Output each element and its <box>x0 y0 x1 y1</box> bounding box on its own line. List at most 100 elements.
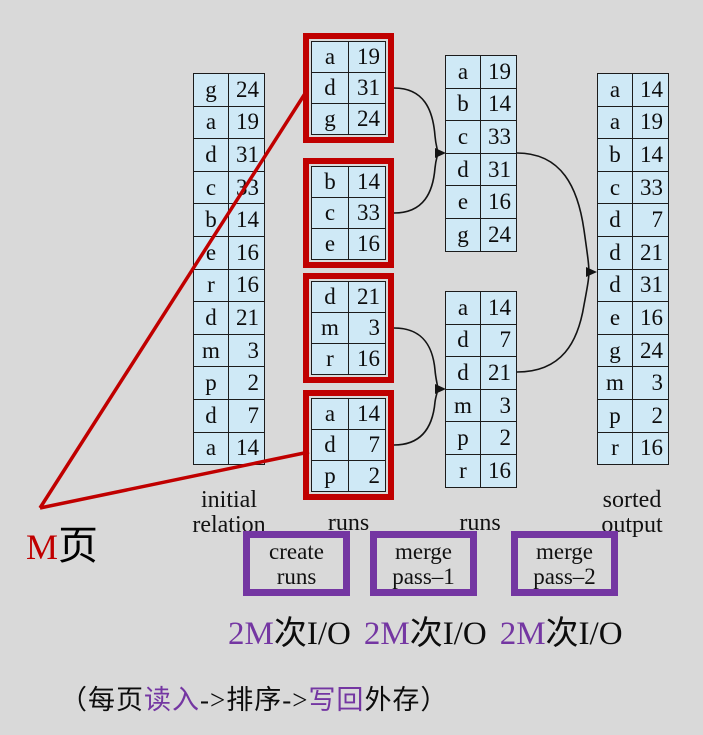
key-cell: e <box>194 236 228 269</box>
value-cell: 21 <box>348 282 385 312</box>
merge2-arrow-from-table1 <box>516 152 590 273</box>
key-cell: m <box>446 389 480 422</box>
value-cell: 33 <box>228 171 264 204</box>
sorted-output-label: sorted output <box>572 488 692 538</box>
key-cell: d <box>446 324 480 357</box>
key-cell: r <box>194 269 228 302</box>
key-cell: d <box>446 357 480 389</box>
sorted-output-label-line1: sorted <box>602 487 662 513</box>
create-runs-box-line1: create <box>269 538 324 564</box>
value-cell: 16 <box>348 344 385 374</box>
key-cell: m <box>194 334 228 367</box>
value-cell: 16 <box>348 229 385 259</box>
key-cell: a <box>194 432 228 465</box>
key-cell: a <box>312 42 348 72</box>
value-cell: 3 <box>632 367 668 399</box>
value-cell: 14 <box>632 74 668 106</box>
value-cell: 16 <box>480 186 516 218</box>
create-runs-box-line2: runs <box>276 563 317 589</box>
key-cell: b <box>312 167 348 197</box>
value-cell: 14 <box>228 204 264 236</box>
value-cell: 14 <box>228 432 264 465</box>
value-cell: 7 <box>480 324 516 357</box>
key-cell: a <box>194 106 228 139</box>
io-cost-3-accent: 2M <box>499 616 546 652</box>
io-cost-3: 2M次I/O <box>500 616 623 652</box>
merge1-arrow-from-run3 <box>393 327 439 390</box>
value-cell: 31 <box>348 73 385 103</box>
text-segment: 写回 <box>308 685 365 715</box>
key-cell: e <box>446 186 480 218</box>
key-cell: r <box>598 432 632 465</box>
io-cost-2-accent: 2M <box>363 616 410 652</box>
io-cost-2-rest: 次I/O <box>409 616 487 652</box>
value-cell: 16 <box>480 454 516 487</box>
key-cell: c <box>194 171 228 204</box>
merge-pass2-box-line1: merge <box>535 538 594 564</box>
merge-pass1-box-line2: pass–1 <box>392 563 455 589</box>
value-cell: 14 <box>348 399 385 429</box>
per-page-process-note: （每页读入->排序->写回外存） <box>60 678 448 717</box>
key-cell: d <box>194 399 228 432</box>
key-cell: b <box>194 204 228 236</box>
merge2-arrowhead <box>586 267 597 277</box>
value-cell: 14 <box>480 292 516 324</box>
memory-pages-note-cjk: 页 <box>58 523 99 568</box>
key-cell: a <box>312 399 348 429</box>
value-cell: 33 <box>348 198 385 228</box>
value-cell: 3 <box>480 389 516 422</box>
io-cost-1: 2M次I/O <box>228 616 351 652</box>
value-cell: 16 <box>228 269 264 302</box>
key-cell: m <box>598 367 632 399</box>
value-cell: 14 <box>632 139 668 171</box>
key-cell: d <box>194 302 228 334</box>
value-cell: 2 <box>348 461 385 491</box>
m-pages-pointer-line-top <box>38 91 308 509</box>
key-cell: g <box>194 74 228 106</box>
merge1-arrow-from-run4 <box>393 388 439 446</box>
key-cell: c <box>312 198 348 228</box>
key-cell: c <box>598 171 632 204</box>
key-cell: d <box>598 269 632 302</box>
value-cell: 3 <box>348 313 385 343</box>
io-cost-1-accent: 2M <box>228 616 274 652</box>
key-cell: p <box>598 399 632 432</box>
value-cell: 14 <box>480 88 516 121</box>
value-cell: 16 <box>632 302 668 334</box>
key-cell: p <box>194 367 228 399</box>
key-cell: d <box>312 73 348 103</box>
io-cost-3-rest: 次I/O <box>545 616 623 652</box>
key-cell: d <box>312 430 348 460</box>
